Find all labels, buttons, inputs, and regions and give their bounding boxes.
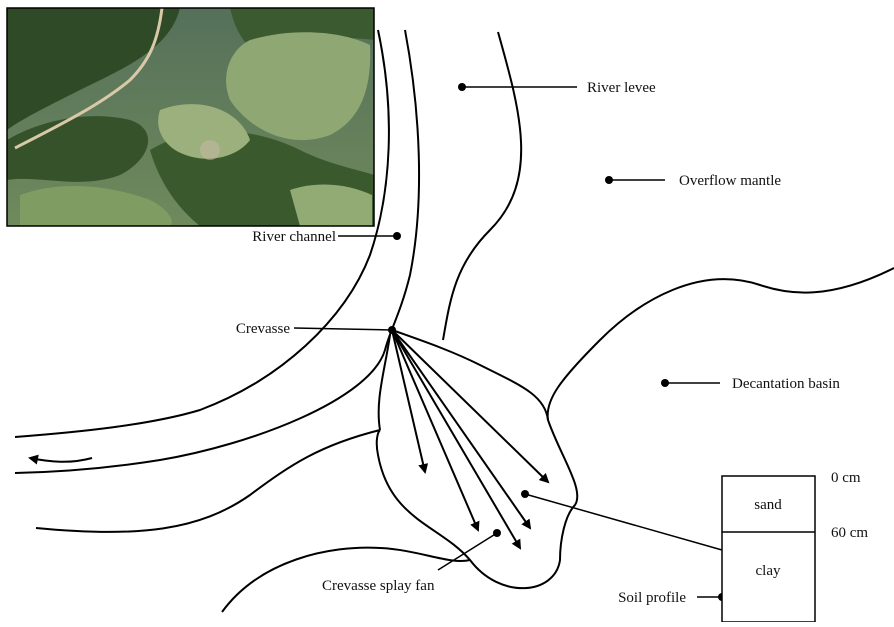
label-decantation-basin: Decantation basin xyxy=(732,376,840,392)
basin-boundary xyxy=(548,268,894,420)
label-crevasse-splay-fan: Crevasse splay fan xyxy=(322,578,435,594)
label-soil-profile: Soil profile xyxy=(618,590,686,606)
label-crevasse: Crevasse xyxy=(236,321,290,337)
flow-arrows xyxy=(30,330,548,548)
soil-layer-clay: clay xyxy=(756,563,781,579)
label-river-channel: River channel xyxy=(252,229,336,245)
crevasse-splay-fan-outline xyxy=(377,330,578,588)
depth-0cm: 0 cm xyxy=(831,470,861,486)
floodplain-line xyxy=(36,430,380,532)
soil-profile-column: sand clay 0 cm 60 cm xyxy=(722,470,868,622)
label-river-levee: River levee xyxy=(587,80,656,96)
label-overflow-mantle: Overflow mantle xyxy=(679,173,781,189)
aerial-photo xyxy=(7,8,374,226)
soil-layer-sand: sand xyxy=(754,497,782,513)
depth-60cm: 60 cm xyxy=(831,525,868,541)
levee-line xyxy=(443,32,521,340)
